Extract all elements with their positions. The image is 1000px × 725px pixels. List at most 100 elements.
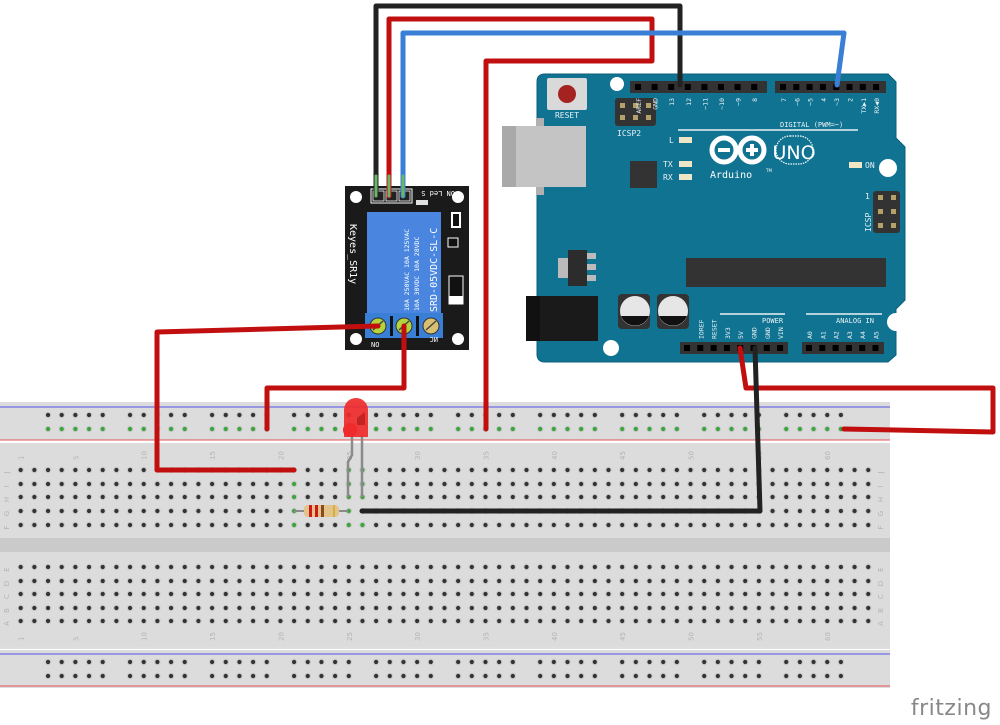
hole-F6[interactable]	[86, 522, 92, 528]
hole-J22[interactable]	[305, 467, 310, 473]
rail-top-plus[interactable]	[825, 426, 830, 432]
rail-bottom-plus[interactable]	[155, 673, 160, 679]
hole-D26[interactable]	[360, 578, 365, 584]
hole-C39[interactable]	[538, 591, 543, 597]
hole-H24[interactable]	[333, 494, 338, 500]
hole-I31[interactable]	[428, 481, 433, 487]
hole-J2[interactable]	[32, 467, 37, 473]
hole-C36[interactable]	[497, 591, 502, 597]
hole-D50[interactable]	[688, 578, 693, 584]
digital-pin[interactable]	[819, 84, 826, 90]
hole-C10[interactable]	[141, 591, 146, 597]
digital-pin[interactable]	[668, 84, 675, 90]
hole-F12[interactable]	[168, 522, 174, 528]
rail-top-plus[interactable]	[333, 426, 338, 432]
hole-F37[interactable]	[510, 522, 515, 528]
rail-bottom-plus[interactable]	[305, 673, 310, 679]
hole-A54[interactable]	[743, 618, 748, 624]
hole-B36[interactable]	[497, 605, 502, 611]
rail-top-minus[interactable]	[333, 412, 338, 418]
hole-H51[interactable]	[702, 494, 707, 500]
hole-B55[interactable]	[756, 605, 761, 611]
hole-B62[interactable]	[852, 605, 857, 611]
hole-B1[interactable]	[18, 605, 23, 611]
hole-B24[interactable]	[333, 605, 338, 611]
hole-I35[interactable]	[483, 481, 488, 487]
rail-top-minus[interactable]	[292, 412, 297, 418]
hole-J9[interactable]	[127, 467, 133, 473]
hole-I16[interactable]	[223, 481, 228, 487]
hole-A62[interactable]	[852, 618, 857, 624]
hole-D45[interactable]	[620, 578, 625, 584]
hole-F10[interactable]	[141, 522, 146, 528]
rail-bottom-minus[interactable]	[565, 659, 570, 665]
hole-E39[interactable]	[538, 564, 543, 570]
hole-F45[interactable]	[620, 522, 625, 528]
hole-D55[interactable]	[756, 578, 761, 584]
hole-F8[interactable]	[114, 522, 119, 528]
hole-F61[interactable]	[838, 522, 844, 528]
hole-F22[interactable]	[305, 522, 310, 528]
hole-E8[interactable]	[114, 564, 119, 570]
rail-top-minus[interactable]	[415, 412, 420, 418]
hole-E55[interactable]	[756, 564, 761, 570]
rail-bottom-plus[interactable]	[292, 673, 297, 679]
hole-G18[interactable]	[250, 508, 256, 514]
hole-I56[interactable]	[770, 481, 775, 487]
hole-A53[interactable]	[729, 618, 734, 624]
rail-top-minus[interactable]	[100, 412, 105, 418]
wire-red-relay-no[interactable]	[154, 323, 381, 473]
hole-E35[interactable]	[483, 564, 488, 570]
hole-A46[interactable]	[633, 618, 638, 624]
hole-C58[interactable]	[797, 591, 802, 597]
hole-F11[interactable]	[155, 522, 160, 528]
hole-J37[interactable]	[510, 467, 515, 473]
rail-bottom-plus[interactable]	[811, 673, 816, 679]
rail-bottom-plus[interactable]	[551, 673, 556, 679]
hole-B20[interactable]	[278, 605, 283, 611]
hole-H31[interactable]	[428, 494, 433, 500]
hole-A31[interactable]	[428, 618, 433, 624]
hole-H20[interactable]	[278, 494, 283, 500]
hole-J49[interactable]	[674, 467, 679, 473]
rail-bottom-minus[interactable]	[825, 659, 830, 665]
rail-bottom-plus[interactable]	[510, 673, 515, 679]
hole-C42[interactable]	[579, 591, 584, 597]
rail-top-plus[interactable]	[469, 426, 474, 432]
hole-F16[interactable]	[223, 522, 228, 528]
hole-B50[interactable]	[688, 605, 693, 611]
hole-H37[interactable]	[510, 494, 515, 500]
hole-D1[interactable]	[18, 578, 23, 584]
hole-B59[interactable]	[811, 605, 816, 611]
rail-top-plus[interactable]	[73, 426, 78, 432]
hole-I59[interactable]	[811, 481, 816, 487]
rail-top-minus[interactable]	[182, 412, 187, 418]
rail-top-minus[interactable]	[538, 412, 543, 418]
hole-H14[interactable]	[196, 494, 201, 500]
hole-A10[interactable]	[141, 618, 146, 624]
hole-A20[interactable]	[278, 618, 283, 624]
rail-top-plus[interactable]	[387, 426, 392, 432]
digital-pin[interactable]	[651, 84, 658, 90]
hole-J42[interactable]	[579, 467, 584, 473]
rail-top-minus[interactable]	[305, 412, 310, 418]
hole-G4[interactable]	[59, 508, 64, 514]
rail-top-plus[interactable]	[592, 426, 597, 432]
hole-C29[interactable]	[401, 591, 406, 597]
hole-F18[interactable]	[250, 522, 256, 528]
rail-bottom-plus[interactable]	[797, 673, 802, 679]
hole-A47[interactable]	[647, 618, 652, 624]
rail-bottom-minus[interactable]	[59, 659, 64, 665]
hole-I8[interactable]	[114, 481, 119, 487]
rail-bottom-plus[interactable]	[127, 673, 133, 679]
hole-B54[interactable]	[743, 605, 748, 611]
hole-H52[interactable]	[715, 494, 720, 500]
hole-B29[interactable]	[401, 605, 406, 611]
hole-G11[interactable]	[155, 508, 160, 514]
hole-I23[interactable]	[319, 481, 324, 487]
hole-D39[interactable]	[538, 578, 543, 584]
hole-F9[interactable]	[127, 522, 133, 528]
hole-E9[interactable]	[127, 564, 133, 570]
hole-A44[interactable]	[606, 618, 611, 624]
rail-bottom-minus[interactable]	[73, 659, 78, 665]
